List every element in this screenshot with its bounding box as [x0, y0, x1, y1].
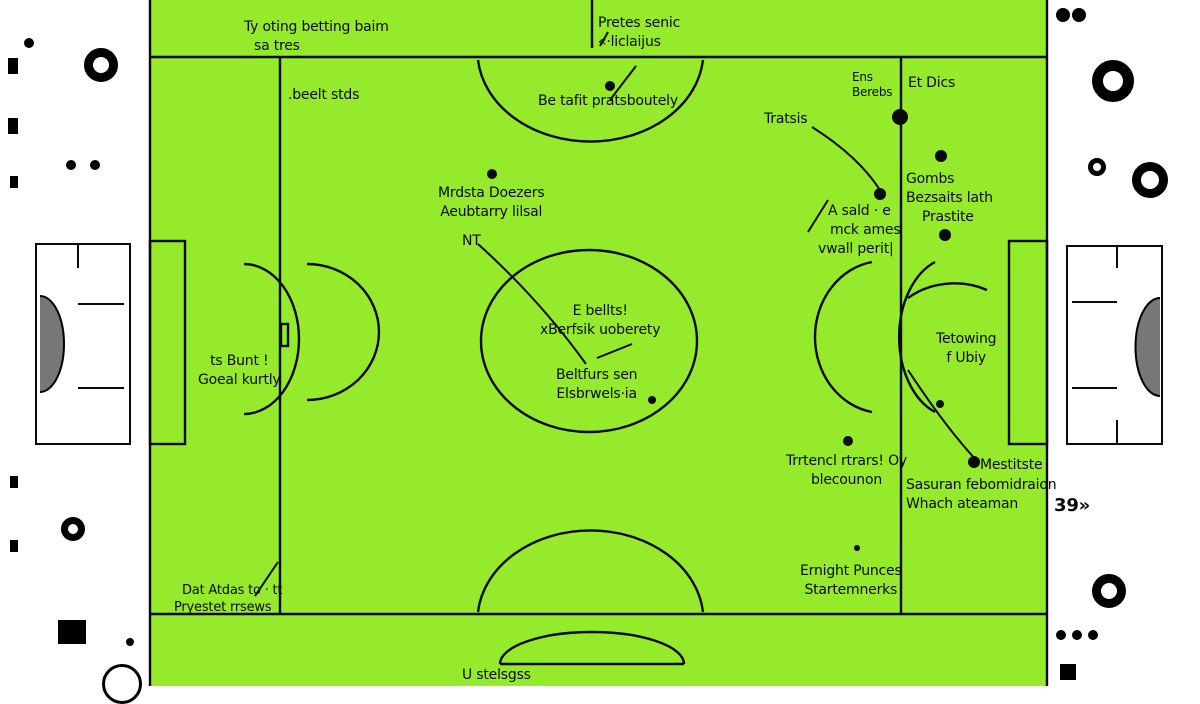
label-line: Ty oting betting baim	[244, 19, 389, 35]
label-right-low-a: Mestitste	[980, 457, 1043, 473]
label-center-a: E bellts! xBerfsik uoberety	[540, 302, 661, 340]
label-bottom-right: Ernight Punces Startemnerks	[800, 562, 902, 600]
marker-icon	[90, 160, 100, 170]
ball-icon	[61, 517, 85, 541]
edge-mark-icon	[8, 58, 18, 74]
label-top-right-b: Et Dics	[908, 75, 956, 91]
star-icon	[24, 38, 34, 48]
label-line: Pretes senic	[598, 15, 681, 31]
label-line: f Ubiy	[946, 350, 986, 366]
ball-icon	[1092, 60, 1134, 102]
label-line: Pryestet rrsews	[174, 600, 272, 615]
edge-mark-icon	[10, 176, 18, 188]
label-line: Startemnerks	[804, 582, 898, 598]
label-line: Gombs	[906, 171, 955, 187]
label-right-upper: Tratsis	[764, 111, 808, 127]
label-line: ts Bunt !	[210, 353, 269, 369]
edge-mark-icon	[10, 540, 18, 552]
center-circle	[479, 248, 699, 434]
label-line: Ens	[852, 70, 873, 84]
label-line: Tetowing	[936, 331, 997, 347]
label-top-center: Pretes senic «·liclaijus	[598, 14, 680, 52]
marker-icon	[66, 160, 76, 170]
label-line: Bezsaits lath	[906, 190, 993, 206]
label-mid-left-b: NT	[462, 233, 481, 249]
marker-icon	[126, 638, 134, 646]
label-line: Trrtencl rtrars! Oy	[786, 453, 907, 469]
label-line: blecounon	[810, 472, 883, 488]
label-mid-right-a: Gombs Bezsaits lath Prastite	[906, 170, 993, 227]
left-goal-diagram	[35, 243, 131, 445]
edge-mark-icon	[10, 476, 18, 488]
label-top-left: Ty oting betting baim sa tres	[244, 18, 389, 56]
label-right-mid: Tetowing f Ubiy	[936, 330, 997, 368]
label-line: Elsbrwels·ia	[556, 386, 637, 402]
marker-icon	[1056, 8, 1070, 22]
label-line: sa tres	[254, 38, 300, 54]
label-line: «·liclaijus	[598, 34, 661, 50]
sideline-right-label: 39»	[1054, 495, 1091, 516]
label-line: Goeal kurtly	[198, 372, 281, 388]
label-left-box: .beelt stds	[288, 87, 360, 103]
pitch-diagram	[35, 0, 1163, 686]
marker-icon	[1072, 630, 1082, 640]
edge-mark-icon	[8, 118, 18, 134]
label-line: vwall perit|	[818, 241, 894, 257]
ball-icon	[1132, 162, 1168, 198]
ball-icon	[84, 48, 118, 82]
marker-icon	[1056, 630, 1066, 640]
label-line: Berebs	[852, 85, 893, 99]
label-line: Dat Atdas to · tt	[182, 583, 283, 598]
label-line: A sald · e	[828, 203, 891, 219]
label-line: Ernight Punces	[800, 563, 902, 579]
label-line: Beltfurs sen	[556, 367, 638, 383]
marker-icon	[1088, 630, 1098, 640]
label-line: Aeubtarry lilsal	[440, 204, 543, 220]
label-mid-left-a: Mrdsta Doezers Aeubtarry lilsal	[438, 184, 545, 222]
label-center-low: Trrtencl rtrars! Oy blecounon	[786, 452, 907, 490]
label-left-mid: ts Bunt ! Goeal kurtly	[198, 352, 281, 390]
ball-icon	[1092, 574, 1126, 608]
label-line: Sasuran febomidraion	[906, 477, 1057, 493]
field-lines	[148, 0, 1049, 686]
label-top-right-a: Ens Berebs	[852, 70, 893, 100]
play-arrows	[254, 31, 979, 597]
label-line: mck ames	[830, 222, 901, 238]
label-right-low-b: Sasuran febomidraion Whach ateaman	[906, 476, 1057, 514]
label-bottom-left: Dat Atdas to · tt Pryestet rrsews	[174, 582, 283, 616]
ball-icon	[1088, 158, 1106, 176]
right-goal-diagram	[1066, 245, 1163, 445]
goal-icon	[58, 620, 86, 644]
label-line: Whach ateaman	[906, 496, 1019, 512]
label-center-b: Beltfurs sen Elsbrwels·ia	[556, 366, 637, 404]
label-line: Mrdsta Doezers	[438, 185, 545, 201]
label-line: E bellts!	[572, 303, 628, 319]
cone-icon	[1060, 664, 1076, 680]
cone-icon	[102, 664, 142, 704]
marker-icon	[1072, 8, 1086, 22]
player-markers	[487, 81, 980, 551]
label-center-arc: Be tafit pratsboutely	[538, 93, 678, 109]
label-mid-right-b: A sald · e mck ames vwall perit|	[818, 202, 901, 259]
label-bottom-center: U stelsgss	[462, 667, 531, 683]
label-line: Prastite	[922, 209, 974, 225]
label-line: xBerfsik uoberety	[540, 322, 661, 338]
